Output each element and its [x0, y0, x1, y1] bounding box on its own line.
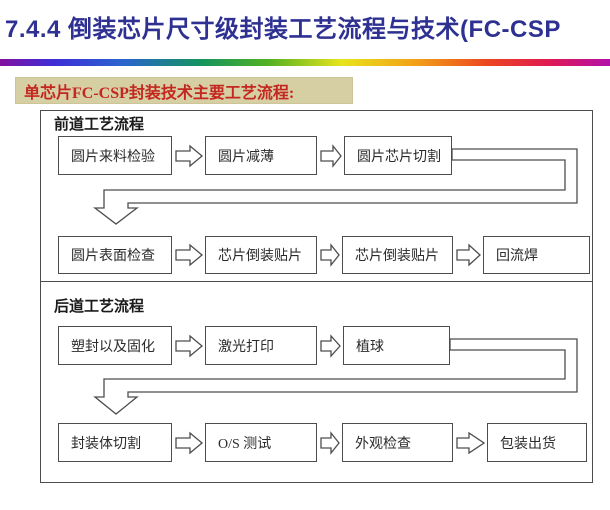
section-divider-line: [40, 281, 593, 282]
process-box-label: 圆片表面检查: [71, 249, 155, 264]
process-box-flip-chip-attach-2: 芯片倒装贴片: [342, 236, 453, 274]
process-box-label: 圆片来料检验: [71, 149, 155, 165]
process-box-label: 塑封以及固化: [71, 339, 155, 355]
process-box-wafer-incoming-inspection: 圆片来料检验: [58, 136, 172, 175]
process-box-molding-curing: 塑封以及固化: [58, 326, 172, 365]
page-title: 7.4.4 倒装芯片尺寸级封装工艺流程与技术(FC-CSP: [5, 16, 561, 43]
process-box-ball-mount: 植球: [343, 326, 450, 365]
process-box-visual-inspection: 外观检查: [342, 423, 453, 462]
subtitle-banner: 单芯片FC-CSP封装技术主要工艺流程:: [15, 77, 353, 104]
rainbow-divider: [0, 59, 610, 66]
process-box-package-singulation: 封装体切割: [58, 423, 172, 462]
process-box-label: 芯片倒装贴片: [218, 249, 302, 264]
process-box-label: 芯片倒装贴片: [355, 249, 439, 264]
process-box-wafer-thinning: 圆片减薄: [205, 136, 317, 175]
process-box-label: O/S 测试: [218, 436, 272, 452]
subtitle-text: 单芯片FC-CSP封装技术主要工艺流程:: [24, 84, 295, 102]
process-box-label: 封装体切割: [71, 436, 141, 452]
back-section-label: 后道工艺流程: [54, 299, 145, 315]
process-box-pack-ship: 包装出货: [487, 423, 587, 462]
process-box-wafer-dicing: 圆片芯片切割: [344, 136, 452, 175]
process-box-label: 激光打印: [218, 339, 274, 355]
front-section-label: 前道工艺流程: [54, 117, 145, 133]
process-box-label: 回流焊: [496, 249, 538, 264]
process-box-label: 植球: [356, 339, 384, 355]
process-box-wafer-surface-inspection: 圆片表面检查: [58, 236, 172, 274]
process-box-laser-marking: 激光打印: [205, 326, 317, 365]
process-box-flip-chip-attach-1: 芯片倒装贴片: [205, 236, 317, 274]
process-box-os-test: O/S 测试: [205, 423, 317, 462]
process-box-reflow-solder: 回流焊: [483, 236, 590, 274]
process-box-label: 外观检查: [355, 436, 411, 452]
process-box-label: 包装出货: [500, 436, 556, 452]
process-box-label: 圆片减薄: [218, 149, 274, 165]
process-box-label: 圆片芯片切割: [357, 149, 441, 165]
